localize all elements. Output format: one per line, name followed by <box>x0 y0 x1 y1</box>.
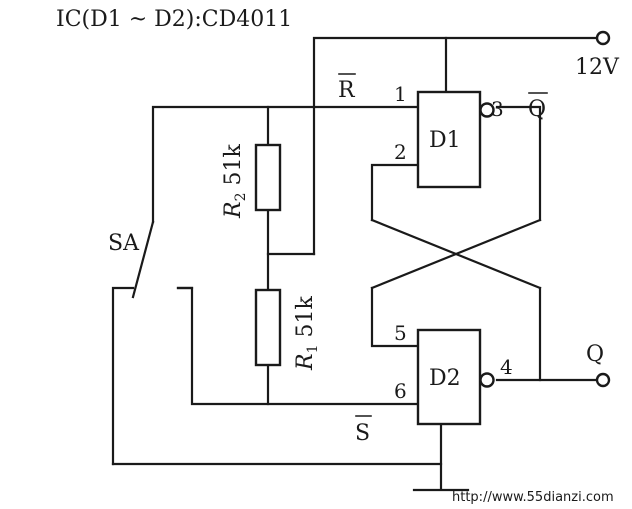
r-bar-wire <box>151 105 420 224</box>
q-bar-label: Q <box>528 97 546 122</box>
gate-d2-label: D2 <box>429 366 461 391</box>
pin-6-label: 6 <box>394 379 407 403</box>
pin-3-label: 3 <box>491 97 504 121</box>
pin-1-label: 1 <box>394 82 407 106</box>
r2-label: R2 51k <box>221 144 249 219</box>
s-bar-label: S <box>355 421 370 446</box>
switch-label: SA <box>108 231 140 256</box>
pin-5-label: 5 <box>394 321 407 345</box>
r2-subscript: 2 <box>233 193 249 202</box>
gate-d2-inversion-bubble <box>479 372 495 388</box>
vdd-rail <box>312 36 600 256</box>
q-output-terminal <box>595 372 611 388</box>
gate-d1-inversion-bubble <box>479 102 495 118</box>
pin-2-label: 2 <box>394 140 407 164</box>
r2-value: 51k <box>221 144 246 193</box>
switch-contact-left <box>111 286 135 466</box>
r1-symbol: R <box>293 353 318 371</box>
supply-terminal <box>595 30 611 46</box>
r1-subscript: 1 <box>305 345 321 354</box>
d1-out-wire <box>495 105 542 222</box>
cross-wire-b <box>370 218 542 290</box>
watermark: http://www.55dianzi.com <box>452 490 614 505</box>
r-bar-label: R <box>338 78 356 103</box>
gate-d1 <box>416 90 482 189</box>
components <box>176 30 611 492</box>
gate-d1-label: D1 <box>429 128 461 153</box>
supply-voltage-label: 12V <box>575 55 620 80</box>
q-output-label: Q <box>586 342 604 367</box>
wires <box>111 36 600 491</box>
resistor-r1 <box>254 288 282 367</box>
ic-title: IC(D1 ~ D2):CD4011 <box>56 7 292 32</box>
switch-blade <box>131 220 155 299</box>
labels: IC(D1 ~ D2):CD4011 12V R Q S Q SA D1 D2 … <box>56 7 620 505</box>
d2-pin5-wire <box>370 286 420 348</box>
pin-4-label: 4 <box>500 355 513 379</box>
resistor-r2 <box>254 143 282 212</box>
gate-d2 <box>416 328 482 426</box>
d1-pin2-wire <box>370 163 420 222</box>
r1-value: 51k <box>293 296 318 345</box>
r1-label: R1 51k <box>293 296 321 371</box>
r2-symbol: R <box>221 201 246 219</box>
